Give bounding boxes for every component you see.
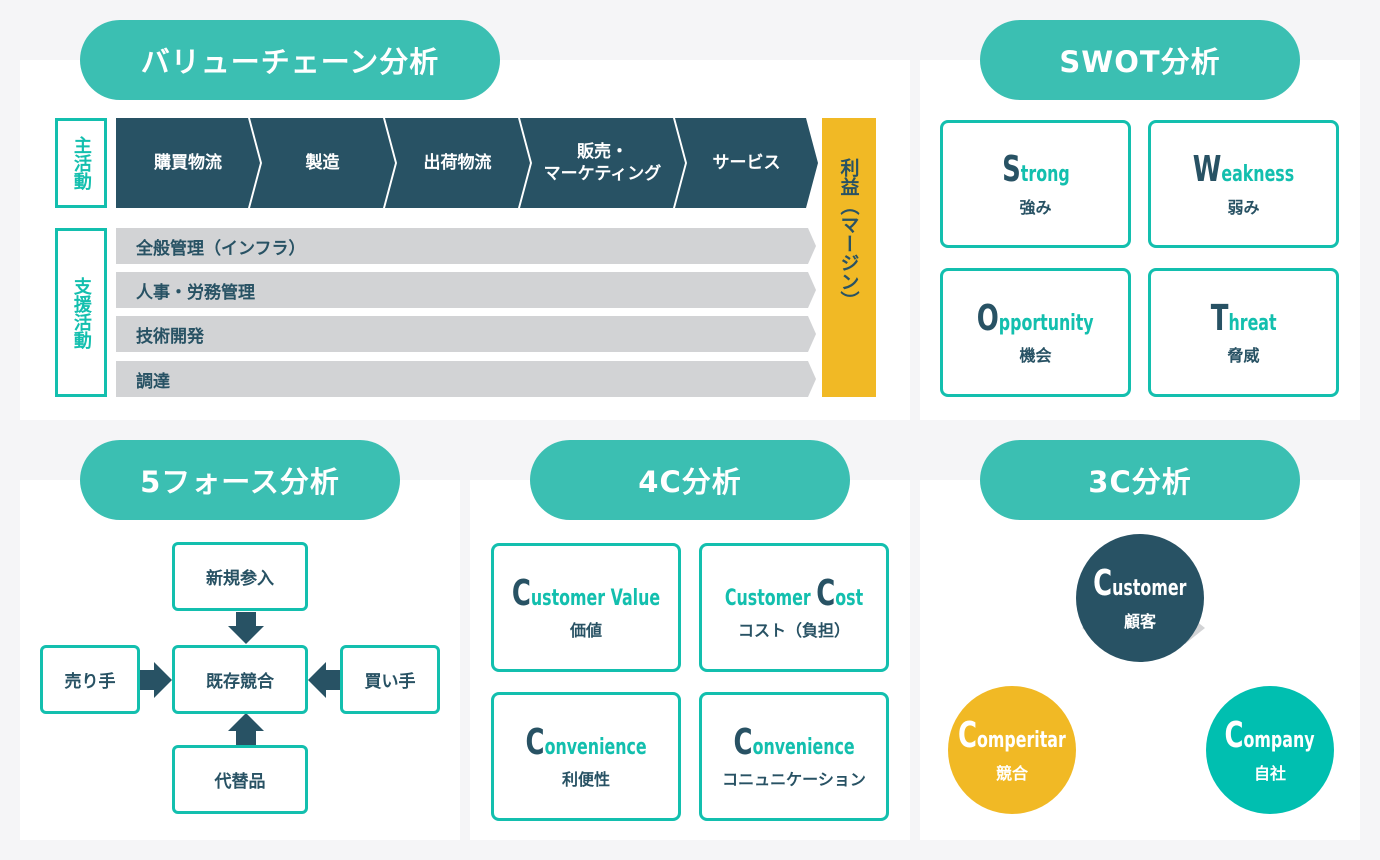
arrow-down-icon xyxy=(228,612,264,644)
four-c-title: 4C分析 xyxy=(530,440,850,520)
jp-label: コニュニケーション xyxy=(722,770,866,790)
jp-label: 顧客 xyxy=(1123,611,1156,631)
word: ompany xyxy=(1244,728,1316,754)
jp-label: 機会 xyxy=(1019,346,1052,366)
initial: S xyxy=(1001,149,1021,191)
five-forces-arrows xyxy=(140,612,340,745)
initial: W xyxy=(1192,149,1222,191)
support-activity: 調達 xyxy=(116,361,816,397)
five-forces-title: 5フォース分析 xyxy=(80,440,400,520)
word: onvenience xyxy=(544,734,647,760)
primary-activities-label: 主活動 xyxy=(55,118,107,208)
support-activity: 技術開発 xyxy=(116,316,816,352)
jp-label: 価値 xyxy=(569,621,602,641)
primary-activity: 購買物流 xyxy=(116,118,260,208)
swot-opportunity: Opportunity 機会 xyxy=(940,268,1131,397)
swot-threat: Threat 脅威 xyxy=(1148,268,1339,397)
four-c-customer-value: Customer Value 価値 xyxy=(491,543,681,672)
primary-activity: サービス xyxy=(675,118,818,208)
suppliers-box: 売り手 xyxy=(40,645,140,714)
initial: T xyxy=(1210,297,1229,339)
jp-label: 自社 xyxy=(1253,763,1286,783)
word: trong xyxy=(1020,162,1070,188)
jp-label: 利便性 xyxy=(561,770,610,790)
initial: C xyxy=(1093,563,1113,605)
arrow-right-icon xyxy=(140,662,172,698)
word: ost xyxy=(835,585,864,611)
primary-activity: 製造 xyxy=(250,118,395,208)
swot-weakness: Weakness 弱み xyxy=(1148,120,1339,248)
jp-label: 強み xyxy=(1019,197,1052,217)
jp-label: 脅威 xyxy=(1227,346,1260,366)
support-activity: 全般管理（インフラ） xyxy=(116,228,816,264)
support-activities-label: 支援活動 xyxy=(55,228,107,397)
word: ustomer Value xyxy=(530,585,661,611)
margin-bar: 利益（マージン） xyxy=(822,118,876,397)
support-activity: 人事・労務管理 xyxy=(116,272,816,308)
word: pportunity xyxy=(999,310,1094,336)
value-chain-title: バリューチェーン分析 xyxy=(80,20,500,100)
substitutes-box: 代替品 xyxy=(172,745,308,814)
initial: C xyxy=(511,572,531,614)
rivalry-box: 既存競合 xyxy=(172,645,308,714)
customer-circle: Customer 顧客 xyxy=(1076,534,1204,662)
prefix: Customer xyxy=(724,585,817,611)
jp-label: 競合 xyxy=(995,763,1028,783)
swot-title: SWOT分析 xyxy=(980,20,1300,100)
primary-activity: 販売・ マーケティング xyxy=(520,118,685,208)
arrow-up-icon xyxy=(228,713,264,745)
jp-label: 弱み xyxy=(1227,197,1260,217)
initial: C xyxy=(733,721,753,763)
initial: C xyxy=(1224,715,1245,757)
buyers-box: 買い手 xyxy=(340,645,440,714)
initial: C xyxy=(958,715,978,757)
competitor-circle: Comperitar 競合 xyxy=(948,686,1076,814)
four-c-communication: Convenience コニュニケーション xyxy=(699,692,889,821)
three-c-title: 3C分析 xyxy=(980,440,1300,520)
word: eakness xyxy=(1221,162,1295,188)
initial: C xyxy=(816,572,836,614)
new-entrants-box: 新規参入 xyxy=(172,542,308,611)
four-c-convenience: Convenience 利便性 xyxy=(491,692,681,821)
jp-label: コスト（負担） xyxy=(737,621,850,641)
primary-activity: 出荷物流 xyxy=(385,118,530,208)
word: ustomer xyxy=(1112,576,1187,602)
initial: O xyxy=(977,297,1000,339)
swot-strength: Strong 強み xyxy=(940,120,1131,248)
word: hreat xyxy=(1228,310,1277,336)
word: onvenience xyxy=(752,734,855,760)
arrow-left-icon xyxy=(308,662,340,698)
four-c-customer-cost: Customer Cost コスト（負担） xyxy=(699,543,889,672)
initial: C xyxy=(525,721,545,763)
word: omperitar xyxy=(977,728,1066,754)
company-circle: Company 自社 xyxy=(1206,686,1334,814)
